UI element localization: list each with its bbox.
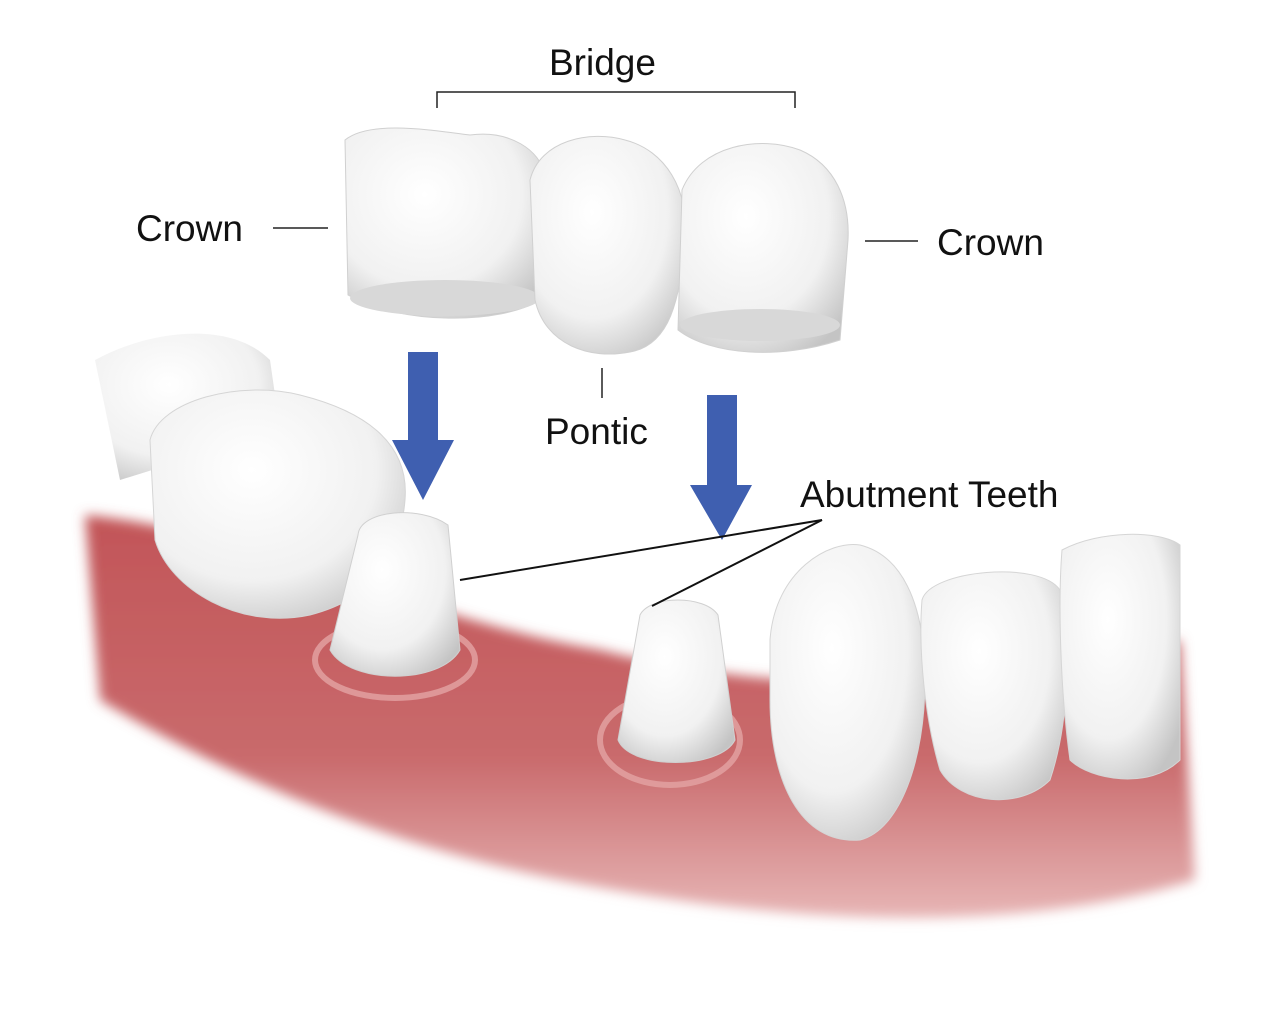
abutment-leader-left <box>459 519 823 581</box>
front-tooth <box>769 543 926 841</box>
bridge-bracket <box>436 91 796 108</box>
label-crown-right: Crown <box>937 222 1044 263</box>
abutment-tooth-right <box>617 599 736 763</box>
molar <box>149 389 406 619</box>
crown-left-opening <box>350 280 540 316</box>
abutment-leader-right <box>651 519 823 607</box>
bridge-crown-left <box>344 127 546 319</box>
front-tooth <box>1059 533 1181 780</box>
label-crown-left: Crown <box>136 208 243 249</box>
label-abutment-teeth: Abutment Teeth <box>800 474 1059 515</box>
abutment-tooth-left <box>329 512 461 677</box>
arrow-down-icon <box>690 395 752 540</box>
label-pontic: Pontic <box>545 411 648 452</box>
front-tooth <box>920 571 1068 801</box>
arrow-down-icon <box>392 352 454 500</box>
bridge-crown-right <box>677 143 849 353</box>
bridge-pontic <box>529 135 687 355</box>
label-bridge: Bridge <box>549 42 656 83</box>
crown-right-opening <box>680 309 840 341</box>
